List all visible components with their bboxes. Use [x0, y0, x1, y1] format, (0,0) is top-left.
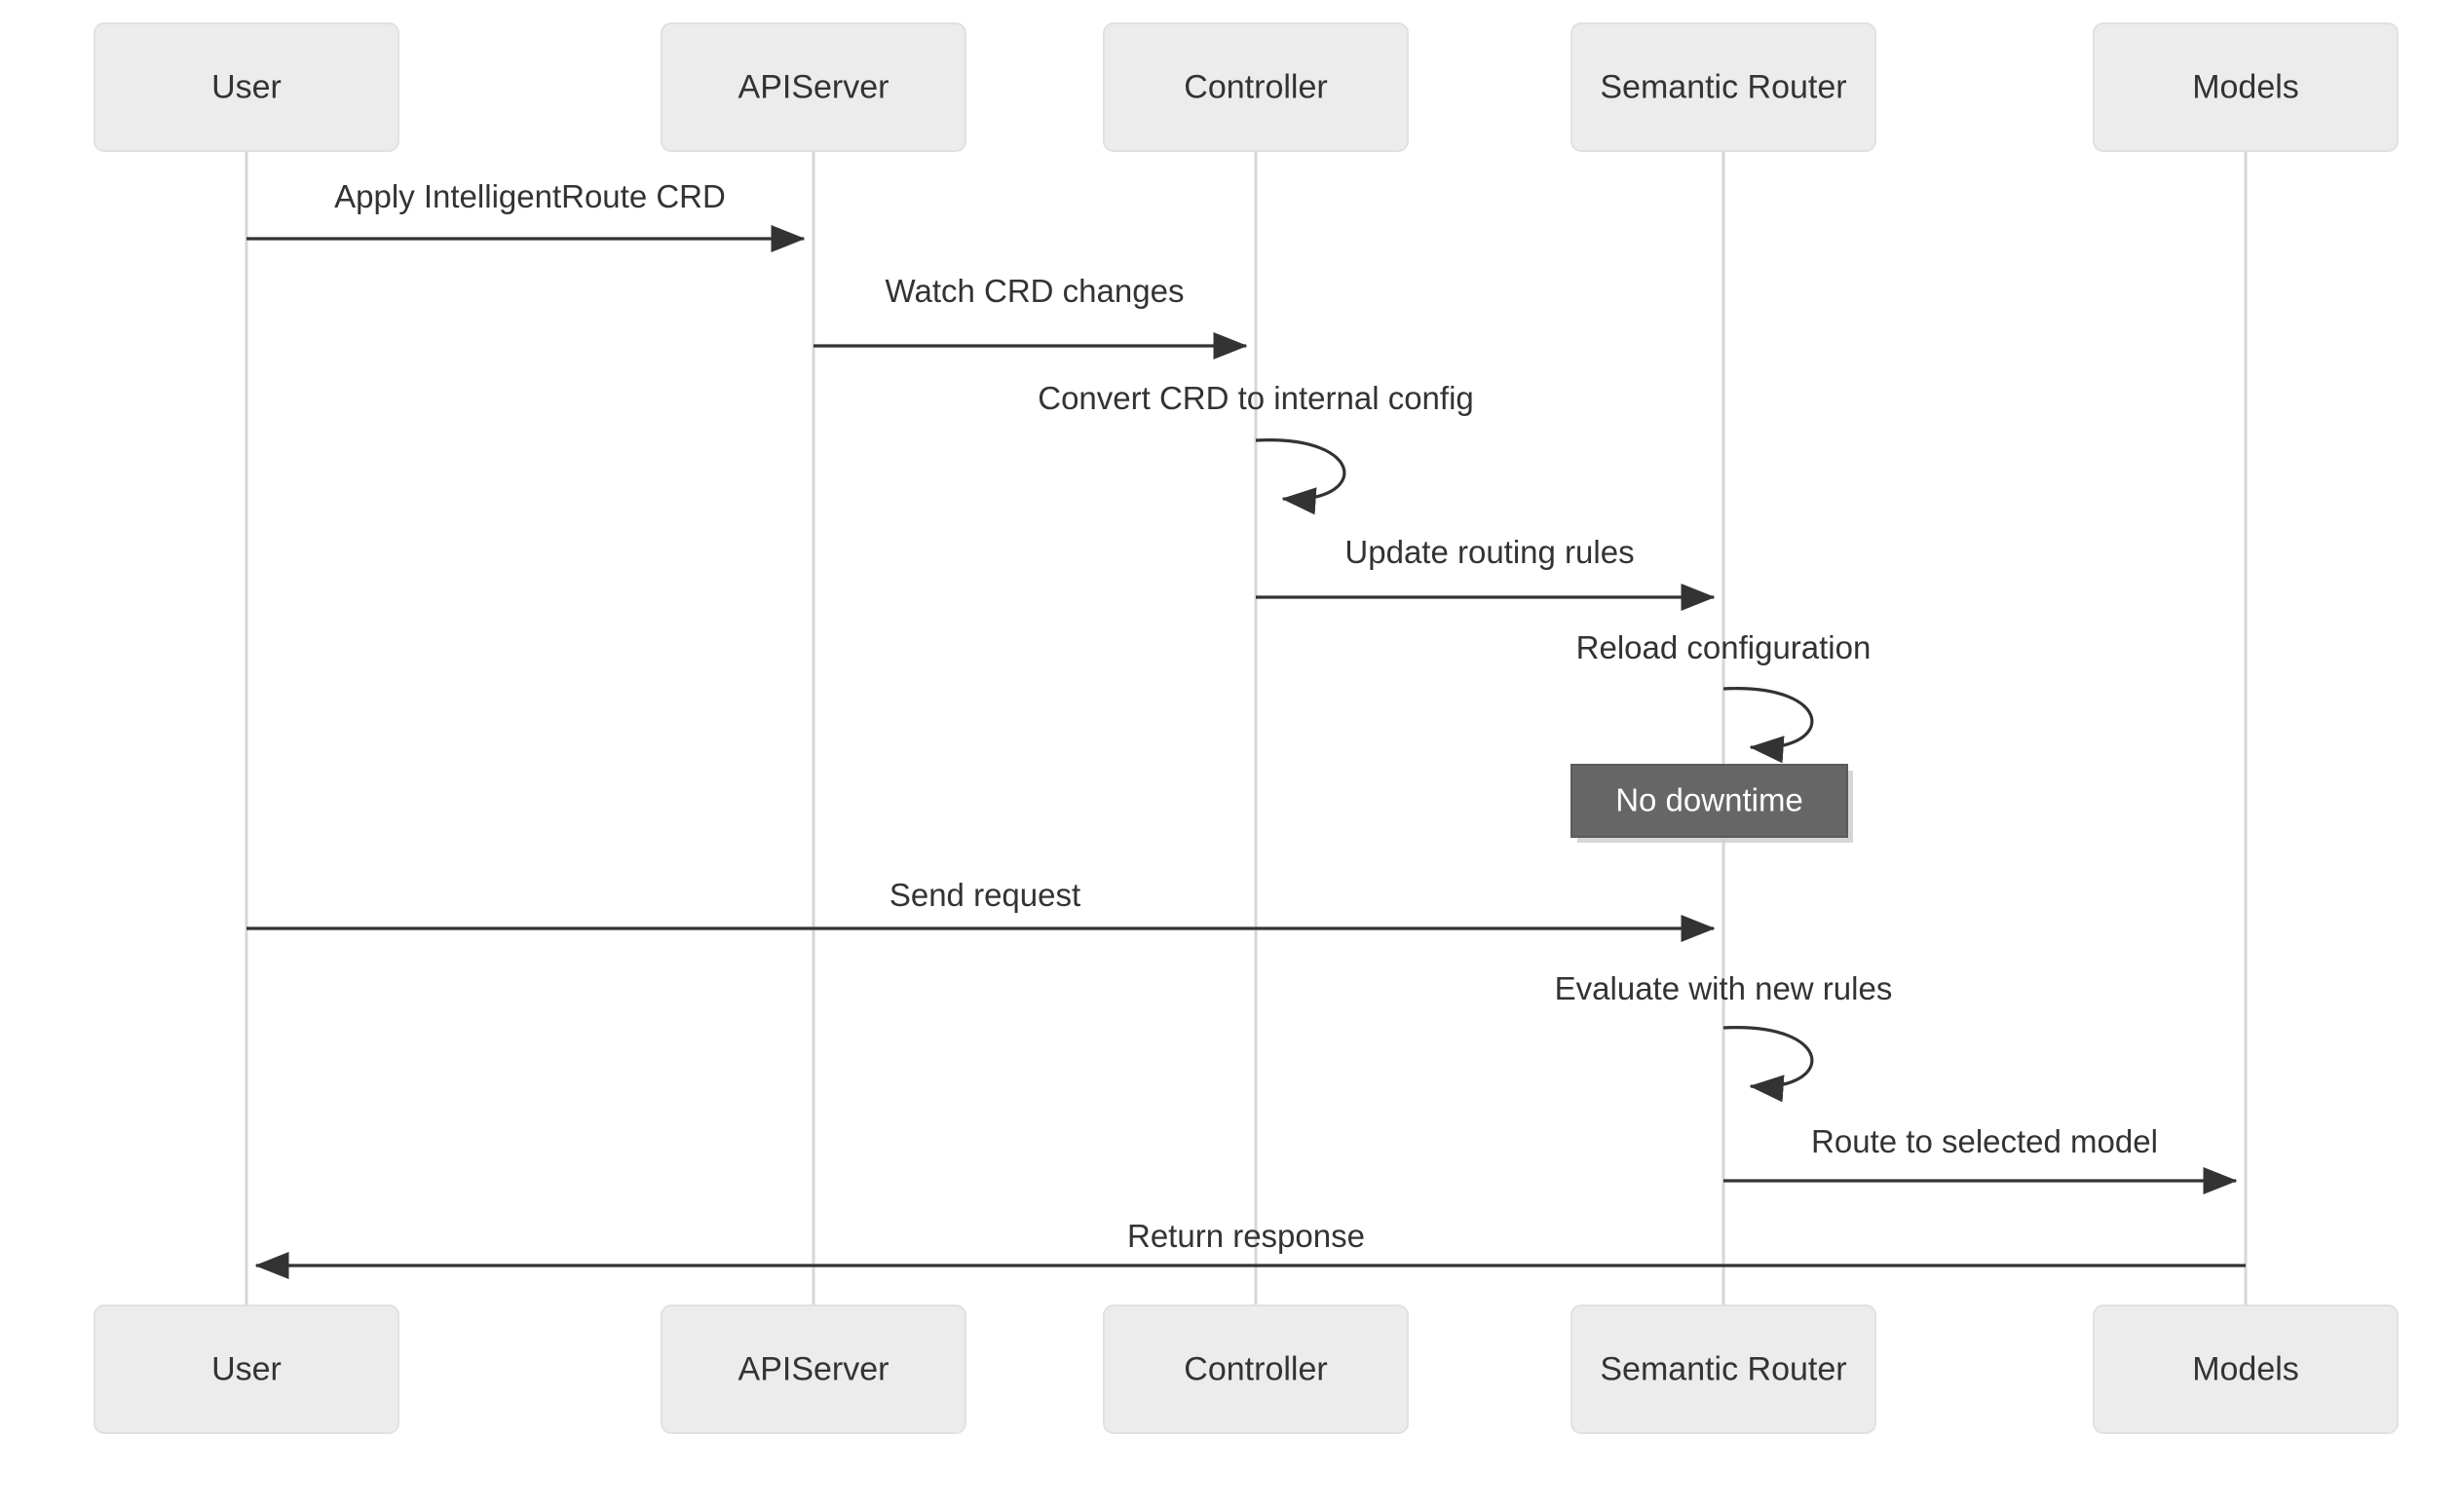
participant-label-user: User [211, 1350, 282, 1387]
participant-label-user: User [211, 68, 282, 105]
self-message-arrow-m7 [1722, 1026, 1814, 1103]
notes-group: No downtime [1570, 764, 1853, 843]
participant-top-router[interactable]: Semantic Router [1570, 22, 1876, 152]
message-label-m4: Update routing rules [1344, 534, 1634, 570]
participant-box-user[interactable] [94, 22, 399, 152]
participant-box-models[interactable] [2093, 22, 2399, 152]
participant-top-models[interactable]: Models [2093, 22, 2399, 152]
top-participants-group: User APIServer Controller Semantic Router Mo… [94, 22, 2399, 152]
message-label-m3: Convert CRD to internal config [1038, 380, 1474, 416]
message-m2[interactable]: Watch CRD changes [813, 273, 1248, 360]
message-label-m2: Watch CRD changes [886, 273, 1185, 309]
participant-bottom-models[interactable]: Models [2093, 1304, 2399, 1434]
message-m3[interactable]: Convert CRD to internal config [1038, 380, 1474, 515]
self-message-arrow-m3 [1255, 438, 1346, 515]
messages-group: Apply IntelligentRoute CRD Watch CRD chan… [246, 178, 2246, 1280]
self-message-arrow-m5 [1722, 687, 1814, 764]
note-box-n1[interactable] [1570, 764, 1848, 838]
participant-box-apiserver[interactable] [661, 22, 966, 152]
participant-label-router: Semantic Router [1600, 68, 1846, 105]
participant-box-models[interactable] [2093, 1304, 2399, 1434]
lifelines-group [245, 151, 2248, 1305]
message-label-m9: Return response [1127, 1218, 1365, 1254]
participant-box-controller[interactable] [1103, 1304, 1409, 1434]
participant-label-models: Models [2192, 68, 2299, 105]
message-m1[interactable]: Apply IntelligentRoute CRD [246, 178, 806, 253]
participant-bottom-controller[interactable]: Controller [1103, 1304, 1409, 1434]
message-label-m6: Send request [889, 877, 1080, 913]
participant-label-models: Models [2192, 1350, 2299, 1387]
participant-top-controller[interactable]: Controller [1103, 22, 1409, 152]
note-label-n1: No downtime [1615, 782, 1803, 818]
message-label-m1: Apply IntelligentRoute CRD [334, 178, 726, 214]
participant-box-router[interactable] [1570, 22, 1876, 152]
message-m4[interactable]: Update routing rules [1256, 534, 1716, 612]
message-label-m7: Evaluate with new rules [1555, 970, 1893, 1006]
participant-label-router: Semantic Router [1600, 1350, 1846, 1387]
note-n1[interactable]: No downtime [1570, 764, 1853, 843]
participant-bottom-router[interactable]: Semantic Router [1570, 1304, 1876, 1434]
message-m7[interactable]: Evaluate with new rules [1555, 970, 1893, 1103]
participant-bottom-user[interactable]: User [94, 1304, 399, 1434]
participant-bottom-apiserver[interactable]: APIServer [661, 1304, 966, 1434]
participant-top-user[interactable]: User [94, 22, 399, 152]
participant-label-apiserver: APIServer [738, 68, 889, 105]
message-m5[interactable]: Reload configuration [1576, 629, 1872, 764]
message-m8[interactable]: Route to selected model [1723, 1123, 2238, 1195]
participant-box-apiserver[interactable] [661, 1304, 966, 1434]
participant-label-controller: Controller [1184, 1350, 1327, 1387]
participant-top-apiserver[interactable]: APIServer [661, 22, 966, 152]
participant-box-user[interactable] [94, 1304, 399, 1434]
message-m6[interactable]: Send request [246, 877, 1716, 943]
participant-label-controller: Controller [1184, 68, 1327, 105]
message-label-m8: Route to selected model [1811, 1123, 2158, 1159]
participant-label-apiserver: APIServer [738, 1350, 889, 1387]
message-m9[interactable]: Return response [254, 1218, 2246, 1280]
message-label-m5: Reload configuration [1576, 629, 1872, 665]
participant-box-router[interactable] [1570, 1304, 1876, 1434]
participant-box-controller[interactable] [1103, 22, 1409, 152]
bottom-participants-group: User APIServer Controller Semantic Router Mo… [94, 1304, 2399, 1434]
